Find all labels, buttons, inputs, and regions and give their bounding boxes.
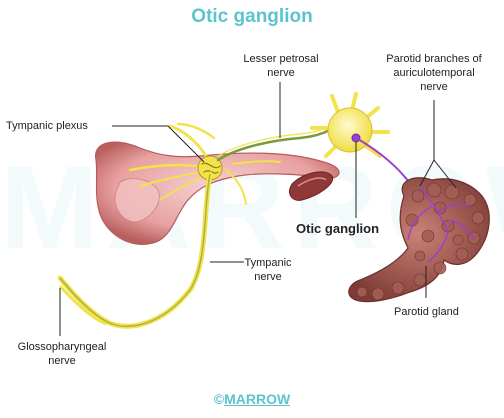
label-lesser-petrosal-nerve-line2: nerve (267, 67, 295, 79)
otic-ganglion-mass (310, 92, 390, 158)
label-otic-ganglion: Otic ganglion (296, 221, 380, 236)
label-lesser-petrosal-nerve: Lesser petrosal nerve (226, 52, 336, 80)
tympanic-cavity-illustration (95, 141, 340, 245)
label-parotid-branches-line3: nerve (420, 81, 448, 93)
label-lesser-petrosal-nerve-line1: Lesser petrosal (243, 53, 319, 65)
label-glossopharyngeal-nerve: Glossopharyngeal nerve (2, 340, 122, 368)
brand-name: MARROW (224, 391, 291, 407)
lesser-petrosal-nerve-path (216, 128, 332, 162)
label-tympanic-nerve: Tympanic nerve (232, 256, 304, 284)
footer-brand: ©MARROW (0, 391, 504, 407)
label-tympanic-nerve-line1: Tympanic (244, 257, 292, 269)
parotid-gland-shape (348, 177, 490, 303)
label-glossopharyngeal-nerve-line1: Glossopharyngeal (17, 341, 107, 353)
label-parotid-branches-line2: auriculotemporal (393, 67, 475, 79)
copyright-symbol: © (213, 391, 225, 407)
label-parotid-gland: Parotid gland (394, 306, 459, 318)
label-glossopharyngeal-nerve-line2: nerve (48, 355, 76, 367)
leader-lines (59, 82, 457, 336)
label-tympanic-nerve-line2: nerve (254, 271, 282, 283)
diagram-title: Otic ganglion (191, 6, 313, 27)
label-parotid-branches: Parotid branches of auriculotemporal ner… (366, 52, 502, 94)
label-tympanic-plexus: Tympanic plexus (6, 120, 88, 132)
label-parotid-branches-line1: Parotid branches of (386, 53, 482, 65)
